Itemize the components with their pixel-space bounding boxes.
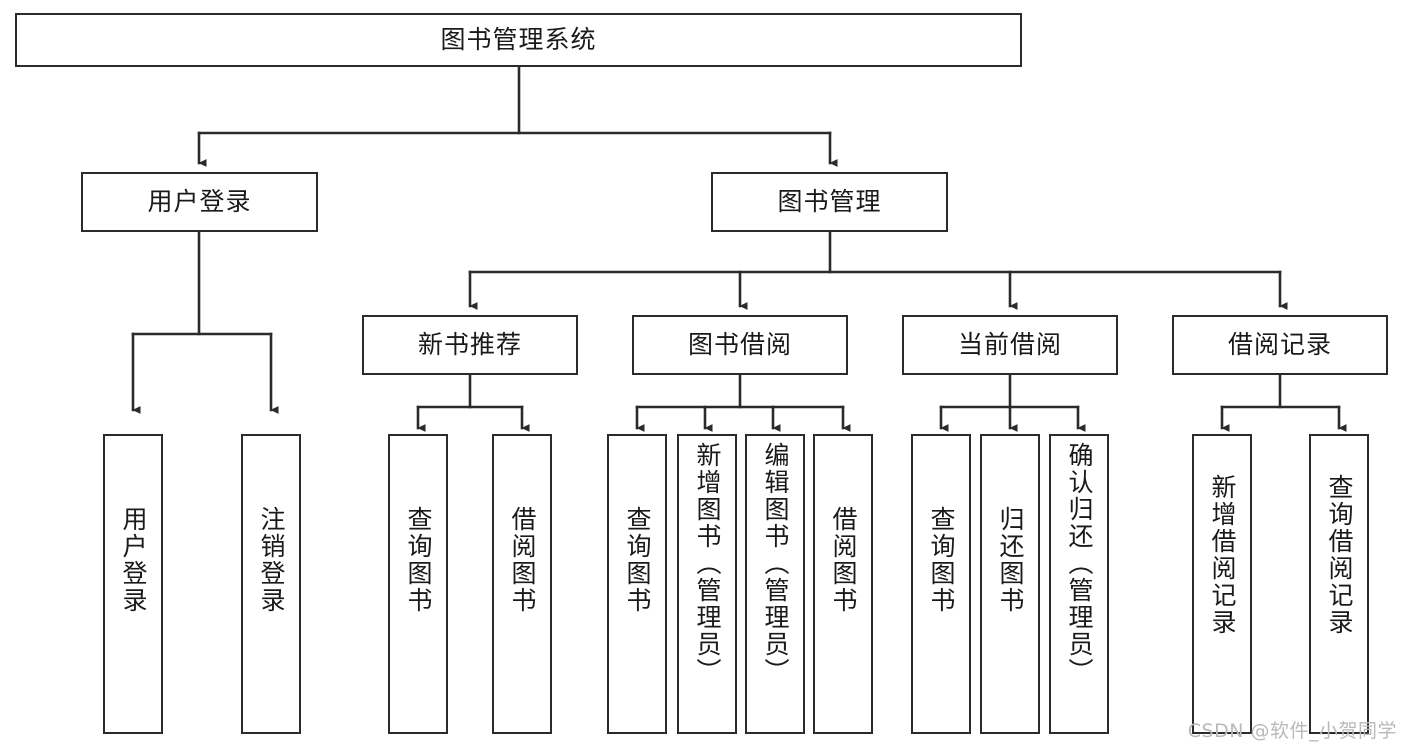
node-leaf-query-book-3[interactable]: 查询图书	[911, 434, 971, 734]
node-root-label: 图书管理系统	[440, 25, 597, 55]
node-root[interactable]: 图书管理系统	[15, 13, 1022, 67]
node-leaf-return-book[interactable]: 归还图书	[980, 434, 1040, 734]
node-leaf-add-book[interactable]: 新增图书（管理员）	[677, 434, 737, 734]
node-leaf-query-record-label: 查询借阅记录	[1325, 474, 1354, 636]
node-leaf-borrow-book-2[interactable]: 借阅图书	[813, 434, 873, 734]
node-book-borrow-label: 图书借阅	[687, 330, 792, 360]
node-leaf-logout[interactable]: 注销登录	[241, 434, 301, 734]
node-leaf-query-book-3-label: 查询图书	[927, 506, 956, 614]
node-leaf-query-record[interactable]: 查询借阅记录	[1309, 434, 1369, 734]
node-new-book-rec[interactable]: 新书推荐	[362, 315, 578, 375]
node-user-login[interactable]: 用户登录	[81, 172, 318, 232]
node-leaf-query-book-1-label: 查询图书	[404, 506, 433, 614]
node-leaf-query-book-2[interactable]: 查询图书	[607, 434, 667, 734]
node-borrow-record[interactable]: 借阅记录	[1172, 315, 1388, 375]
node-leaf-borrow-book-2-label: 借阅图书	[829, 506, 858, 614]
node-leaf-borrow-book-1-label: 借阅图书	[508, 506, 537, 614]
node-leaf-add-book-label: 新增图书（管理员）	[693, 442, 722, 685]
node-leaf-edit-book-label: 编辑图书（管理员）	[761, 442, 790, 685]
node-current-borrow[interactable]: 当前借阅	[902, 315, 1118, 375]
node-leaf-confirm-return[interactable]: 确认归还（管理员）	[1049, 434, 1109, 734]
node-leaf-query-book-2-label: 查询图书	[623, 506, 652, 614]
node-leaf-logout-label: 注销登录	[257, 506, 286, 614]
node-leaf-return-book-label: 归还图书	[996, 506, 1025, 614]
node-borrow-record-label: 借阅记录	[1227, 330, 1332, 360]
node-leaf-borrow-book-1[interactable]: 借阅图书	[492, 434, 552, 734]
node-new-book-rec-label: 新书推荐	[417, 330, 522, 360]
node-user-login-label: 用户登录	[147, 187, 252, 217]
csdn-watermark: CSDN @软件_小贺同学	[1187, 720, 1397, 742]
node-leaf-confirm-return-label: 确认归还（管理员）	[1065, 442, 1094, 685]
node-book-borrow[interactable]: 图书借阅	[632, 315, 848, 375]
node-leaf-add-record[interactable]: 新增借阅记录	[1192, 434, 1252, 734]
node-leaf-user-login-label: 用户登录	[119, 506, 148, 614]
node-leaf-add-record-label: 新增借阅记录	[1208, 474, 1237, 636]
node-leaf-query-book-1[interactable]: 查询图书	[388, 434, 448, 734]
node-leaf-edit-book[interactable]: 编辑图书（管理员）	[745, 434, 805, 734]
node-book-manage-label: 图书管理	[777, 187, 882, 217]
node-current-borrow-label: 当前借阅	[957, 330, 1062, 360]
node-book-manage[interactable]: 图书管理	[711, 172, 948, 232]
node-leaf-user-login[interactable]: 用户登录	[103, 434, 163, 734]
